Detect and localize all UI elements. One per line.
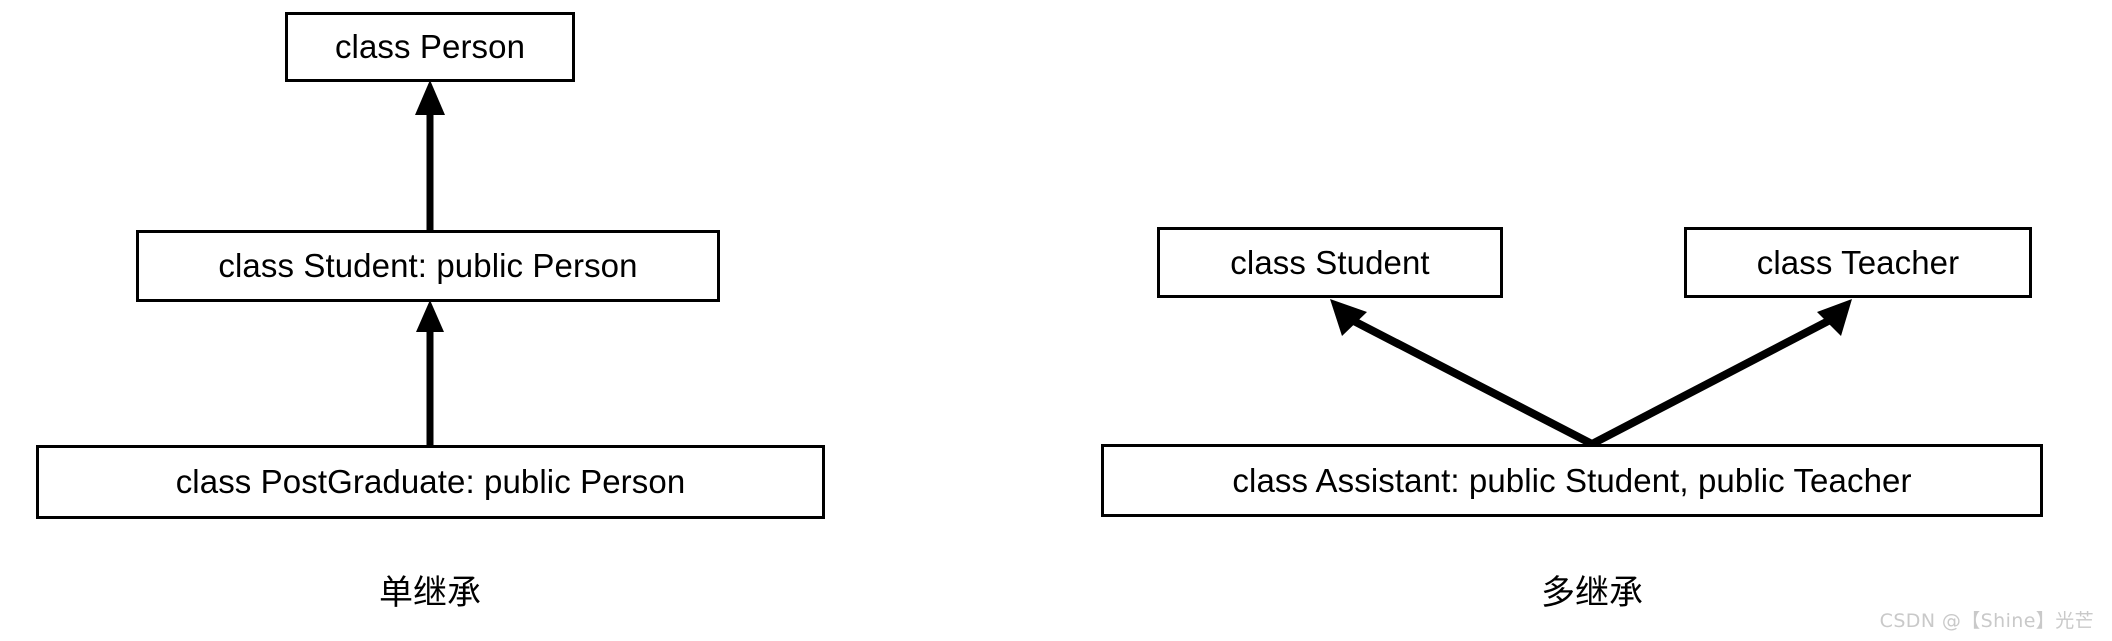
class-box-postgraduate[interactable]: class PostGraduate: public Person bbox=[36, 445, 825, 519]
arrow-assistant-to-teacher bbox=[1590, 299, 1852, 448]
arrow-student-to-person bbox=[415, 80, 445, 230]
watermark-text: CSDN @【Shine】光芒 bbox=[1879, 610, 2094, 632]
arrow-assistant-to-student bbox=[1330, 299, 1594, 448]
arrow-postgraduate-to-student bbox=[416, 300, 444, 445]
class-box-student-multi[interactable]: class Student bbox=[1157, 227, 1503, 298]
caption-single-inheritance: 单继承 bbox=[379, 573, 481, 613]
class-box-student-single[interactable]: class Student: public Person bbox=[136, 230, 720, 302]
class-box-person[interactable]: class Person bbox=[285, 12, 575, 82]
class-box-teacher[interactable]: class Teacher bbox=[1684, 227, 2032, 298]
caption-multiple-inheritance: 多继承 bbox=[1541, 573, 1643, 613]
class-box-assistant[interactable]: class Assistant: public Student, public … bbox=[1101, 444, 2043, 517]
